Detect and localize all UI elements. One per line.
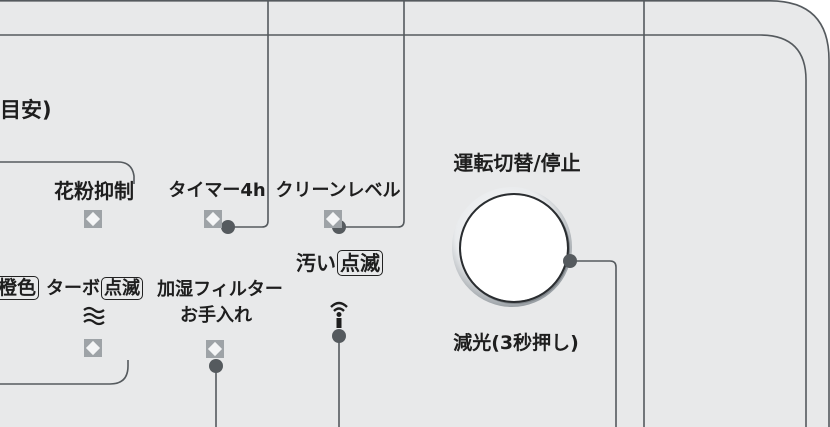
color-partial-label: 橙色 (0, 276, 40, 300)
inner-frame (0, 34, 807, 427)
timer-leader (230, 0, 269, 228)
wind-icon (82, 306, 106, 326)
group-bracket-bottom (0, 360, 129, 385)
filter-leader-dot (209, 359, 223, 373)
pollen-label: 花粉抑制 (54, 179, 134, 203)
power-leader (570, 260, 617, 427)
turbo-text: ターボ (46, 278, 100, 299)
timer-lamp-icon (204, 210, 222, 228)
humidify-filter-line1: 加湿フィルター (157, 279, 283, 300)
humidify-filter-line2: お手入れ (180, 305, 252, 326)
clean-level-lamp-icon (324, 210, 342, 228)
dirt-label: 汚い点滅 (296, 250, 383, 276)
power-label: 運転切替/停止 (453, 151, 581, 175)
timer-leader-dot (221, 220, 235, 234)
pollen-lamp-icon (84, 210, 102, 228)
power-button-icon (452, 187, 572, 307)
turbo-label: ターボ点滅 (46, 277, 143, 300)
clean-leader (340, 0, 405, 228)
turbo-blink-badge: 点滅 (101, 277, 143, 300)
humidify-filter-lamp-icon (206, 340, 224, 358)
clean-level-label: クリーンレベル (275, 180, 401, 201)
signal-icon (328, 298, 350, 328)
dirt-leader-dot (332, 329, 346, 343)
color-partial-badge: 橙色 (0, 276, 40, 300)
dirt-text: 汚い (296, 251, 336, 275)
dirt-blink-badge: 点滅 (337, 250, 383, 276)
power-leader-dot (563, 254, 577, 268)
power-sub-label: 減光(3秒押し) (453, 332, 579, 354)
turbo-lamp-icon (84, 339, 102, 357)
group-bracket (0, 161, 135, 184)
timer-label: タイマー4h (168, 180, 266, 201)
header-label: 目安) (0, 98, 52, 122)
